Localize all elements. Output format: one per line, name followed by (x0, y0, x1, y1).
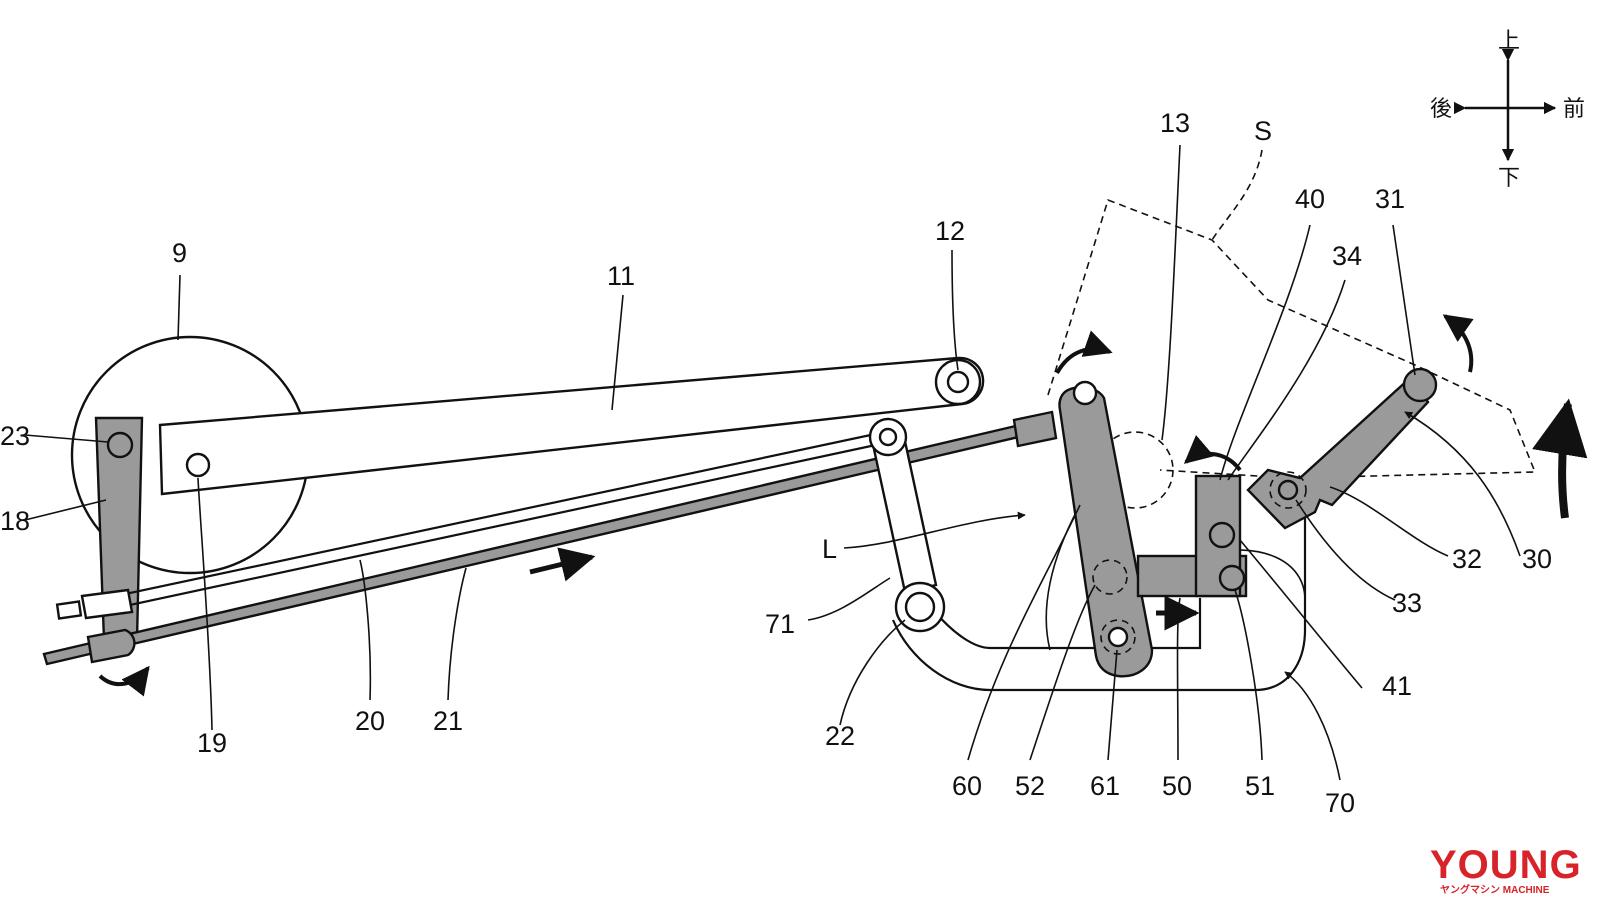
leader-23 (24, 434, 109, 443)
part-30-pedal (1246, 376, 1430, 530)
leader-31 (1392, 224, 1416, 376)
label-33: 33 (1392, 588, 1422, 618)
leader-60 (967, 504, 1081, 761)
part-70-frame (891, 505, 1307, 692)
leader-33 (1295, 499, 1396, 601)
label-9: 9 (172, 238, 187, 268)
part-33-pivot (1277, 479, 1299, 501)
part-60-lever (1058, 386, 1154, 678)
part-61-pivot (1107, 626, 1129, 648)
part-20-rod-bottom (87, 441, 886, 616)
motion-arrow-lever-60 (1055, 330, 1113, 375)
watermark-brand: YOUNG (1430, 843, 1582, 887)
part-51-pivot (1218, 564, 1246, 592)
label-60: 60 (952, 771, 982, 801)
label-18: 18 (0, 506, 30, 536)
label-31: 31 (1375, 184, 1405, 214)
leader-22 (839, 619, 906, 726)
label-21: 21 (433, 706, 463, 736)
part-61-dashed (1100, 619, 1136, 655)
leader-12 (951, 249, 959, 371)
motion-arrow-link-40 (1183, 434, 1242, 472)
motion-arrow-rod-21 (529, 547, 596, 582)
leader-18 (24, 499, 107, 521)
part-21-rod-front-end (1012, 410, 1058, 448)
leader-50 (1176, 597, 1181, 761)
part-S-boot-outline (1047, 198, 1537, 479)
label-61: 61 (1090, 771, 1120, 801)
part-71-top-pivot-inner (878, 427, 898, 447)
leader-70 (1284, 671, 1341, 781)
leader-52 (1029, 584, 1096, 761)
leader-11 (611, 294, 624, 411)
leader-40 (1219, 224, 1311, 481)
leader-19 (197, 477, 213, 731)
part-20-rod-tip (55, 600, 83, 620)
label-51: 51 (1245, 771, 1275, 801)
label-13: 13 (1160, 108, 1190, 138)
part-20-rod-end (80, 588, 134, 620)
part-19-pivot (185, 452, 211, 478)
label-20: 20 (355, 706, 385, 736)
label-41: 41 (1382, 671, 1412, 701)
direction-up-label: 上 (1498, 29, 1520, 54)
label-71: 71 (765, 609, 795, 639)
label-32: 32 (1452, 544, 1482, 574)
leader-34 (1227, 279, 1346, 481)
part-33-dashed (1269, 471, 1307, 509)
label-52: 52 (1015, 771, 1045, 801)
part-41-pivot (1208, 521, 1236, 549)
leader-S (1211, 149, 1263, 241)
leader-71 (807, 577, 891, 621)
label-30: 30 (1522, 544, 1552, 574)
leader-32 (1329, 486, 1449, 557)
label-S: S (1254, 116, 1272, 146)
label-12: 12 (935, 216, 965, 246)
part-23-pivot (106, 431, 134, 459)
direction-compass (1453, 48, 1557, 162)
part-52-dashed-pivot (1092, 559, 1128, 595)
part-21-rod-end (86, 628, 136, 664)
label-23: 23 (0, 421, 30, 451)
label-19: 19 (197, 728, 227, 758)
watermark-sub: ヤングマシン MACHINE (1440, 883, 1550, 896)
part-12-pivot-inner (946, 370, 970, 394)
leader-61 (1107, 649, 1118, 761)
part-22-loop (934, 598, 1202, 650)
direction-front-label: 前 (1563, 97, 1585, 122)
label-22: 22 (825, 721, 855, 751)
part-31-pedal-tip (1402, 367, 1438, 403)
label-70: 70 (1325, 788, 1355, 818)
part-13-dashed-circle (1096, 431, 1174, 509)
leader-9 (177, 274, 181, 341)
leader-L (843, 511, 1026, 549)
part-20-rod-top (87, 431, 881, 604)
label-11: 11 (607, 261, 635, 291)
leader-13 (1161, 144, 1181, 441)
label-40: 40 (1295, 184, 1325, 214)
direction-back-label: 後 (1430, 97, 1452, 122)
part-22-pivot-inner (904, 591, 936, 623)
leader-20 (359, 559, 372, 701)
motion-arrow-lever-18 (98, 665, 150, 697)
part-60-top-pivot (1072, 380, 1098, 406)
leader-51 (1234, 589, 1263, 761)
leader-30 (1404, 411, 1521, 557)
direction-down-label: 下 (1498, 166, 1520, 191)
label-50: 50 (1162, 771, 1192, 801)
label-L: L (822, 534, 837, 564)
motion-arrow-pedal-31 (1442, 314, 1474, 373)
label-34: 34 (1332, 241, 1362, 271)
leader-21 (447, 567, 467, 701)
leader-41 (1239, 539, 1363, 689)
motion-arrow-upward (1532, 398, 1588, 519)
